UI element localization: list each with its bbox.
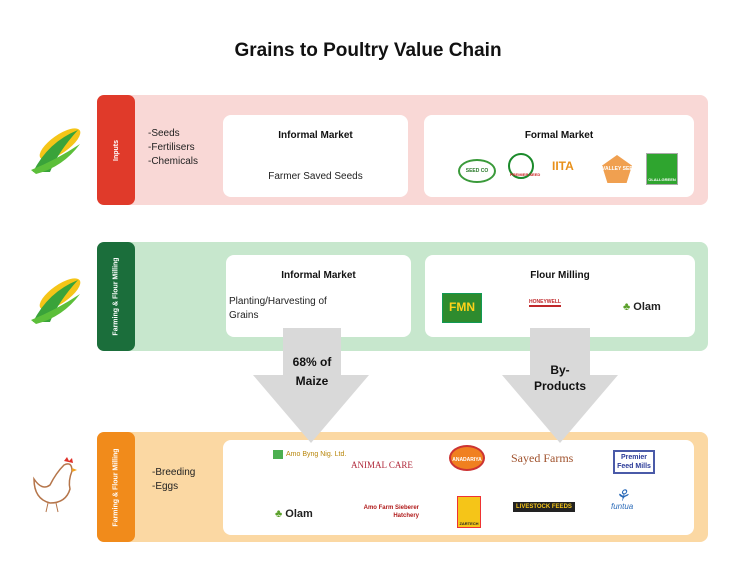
arrow-label-maize: 68% of Maize (292, 355, 332, 388)
arrow-label-byproducts: By-Products (533, 363, 586, 393)
logo-olam: ♣ Olam (623, 301, 661, 313)
logo-funtua: ⚘funtua (611, 488, 634, 512)
farming-tab: Farming & Flour Milling (97, 242, 135, 351)
box-heading: Informal Market (278, 130, 353, 141)
box-text: Planting/Harvesting of Grains (229, 296, 327, 321)
logo-amo-byng: Amo Byng Nig. Ltd. (273, 450, 346, 459)
logo-zartech: ZARTECH (457, 496, 481, 528)
logo-premier-seed: PREMIER SEED (508, 153, 540, 179)
list-item: -Fertilisers (148, 142, 195, 153)
box-text: Farmer Saved Seeds (268, 171, 363, 182)
box-heading: Flour Milling (530, 270, 590, 281)
logo-animal-care: ANIMAL CARE (351, 460, 413, 470)
logo-honeywell: HONEYWELL (529, 299, 561, 307)
list-item: -Eggs (152, 481, 179, 492)
logo-premier-feed-mills: Premier Feed Mills (613, 450, 655, 474)
list-item: -Seeds (148, 128, 180, 139)
corn-icon (31, 278, 81, 324)
logo-sayed-farms: Sayed Farms (511, 451, 574, 465)
arrow-down-left (253, 328, 369, 443)
inputs-tab: Inputs (97, 95, 135, 205)
inputs-list: -Seeds -Fertilisers -Chemicals (148, 127, 198, 169)
flour-milling: Flour Milling FMN HONEYWELL ♣ Olam (425, 255, 695, 337)
logo-valley-seeds: VALLEY SEEDS (602, 155, 632, 183)
poultry-tab: Farming & Flour Milling (97, 432, 135, 542)
logo-olallgreen: OLALLGREEN (646, 153, 678, 185)
chicken-icon (33, 457, 77, 513)
logo-fmn: FMN (442, 293, 482, 323)
inputs-informal-market: Informal Market Farmer Saved Seeds (223, 115, 408, 197)
logo-livestock-feeds: LIVESTOCK FEEDS (513, 502, 575, 512)
page-title: Grains to Poultry Value Chain (234, 40, 502, 61)
logo-seedco: SEED CO (458, 159, 496, 183)
poultry-list: -Breeding -Eggs (152, 466, 195, 494)
poultry-companies: Amo Byng Nig. Ltd. ANIMAL CARE ANADARIYA… (223, 440, 694, 535)
logo-amo-farm: Amo Farm Sieberer Hatchery (363, 505, 419, 519)
box-heading: Informal Market (281, 270, 356, 281)
list-item: -Breeding (152, 467, 196, 478)
logo-iita: IITA (552, 159, 574, 173)
farming-informal-market: Informal Market Planting/Harvesting of G… (226, 255, 411, 337)
logo-anadariya: ANADARIYA (449, 445, 485, 471)
arrow-down-right (502, 328, 618, 443)
list-item: -Chemicals (148, 156, 199, 167)
logo-olam: ♣ Olam (275, 508, 313, 520)
inputs-formal-market: Formal Market SEED CO PREMIER SEED IITA … (424, 115, 694, 197)
corn-icon (31, 128, 81, 174)
box-heading: Formal Market (524, 130, 594, 141)
